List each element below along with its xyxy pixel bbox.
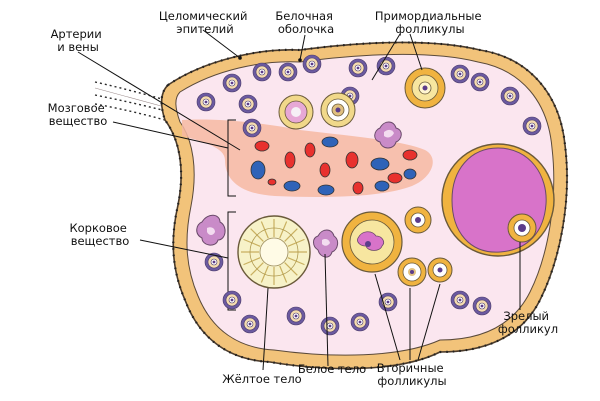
corpus-albicans	[196, 214, 226, 246]
secondary-follicle-small	[397, 257, 427, 287]
primordial-follicle	[522, 116, 542, 136]
label-coelomic-epithelium: Целомический эпителий	[159, 9, 251, 36]
primordial-follicle	[242, 118, 262, 138]
vein	[403, 168, 417, 180]
primordial-follicle	[240, 314, 260, 334]
vein	[254, 140, 270, 152]
artery	[352, 181, 364, 195]
primordial-follicle	[450, 64, 470, 84]
primordial-follicle	[278, 62, 298, 82]
primordial-follicle	[302, 54, 322, 74]
secondary-follicle-small	[427, 257, 453, 283]
corpus-albicans-labeled	[313, 229, 339, 258]
secondary-follicle	[341, 211, 403, 273]
primordial-follicle	[470, 72, 490, 92]
artery	[345, 151, 359, 169]
growing-follicle	[404, 206, 432, 234]
label-corpus-luteum: Жёлтое тело	[222, 372, 301, 386]
vein	[283, 180, 301, 192]
primordial-follicle	[320, 316, 340, 336]
vein	[250, 160, 266, 180]
artery	[387, 172, 403, 184]
label-arteries-veins: Артерии и вены	[51, 27, 106, 54]
luteum-inner-ring	[249, 227, 299, 277]
primordial-follicle	[204, 252, 224, 272]
primordial-follicle	[350, 312, 370, 332]
primordial-follicle	[376, 56, 396, 76]
growing-follicle	[404, 67, 446, 109]
primordial-follicle	[378, 292, 398, 312]
vein	[321, 136, 339, 148]
vein	[317, 184, 335, 196]
mature-follicle	[441, 143, 555, 257]
label-secondary-follicles: Вторичные фолликулы	[377, 361, 448, 388]
corpus-luteum	[237, 215, 311, 289]
label-corpus-albicans: Белое тело	[298, 362, 366, 376]
vessels	[250, 136, 418, 196]
primordial-follicle	[222, 73, 242, 93]
leader-lines	[77, 29, 521, 371]
artery	[402, 149, 418, 161]
corpus-albicans	[374, 121, 402, 149]
primordial-follicle	[450, 290, 470, 310]
vein	[370, 157, 390, 171]
primordial-follicles	[196, 54, 542, 336]
growing-follicle	[278, 94, 314, 130]
growing-follicle	[320, 92, 356, 128]
label-mature-follicle: Зрелый фолликул	[498, 309, 558, 336]
primordial-follicle	[472, 296, 492, 316]
primordial-follicle	[196, 92, 216, 112]
artery	[319, 162, 331, 178]
artery	[304, 142, 316, 158]
medulla-region	[182, 119, 433, 197]
artery	[284, 151, 296, 169]
primordial-follicle	[500, 86, 520, 106]
vein	[374, 180, 390, 192]
primordial-follicle	[252, 62, 272, 82]
label-medulla: Мозговое вещество	[48, 101, 109, 128]
primordial-follicle	[286, 306, 306, 326]
label-tunica-albuginea: Белочная оболочка	[275, 9, 336, 36]
label-primordial-follicles: Примордиальные фолликулы	[375, 9, 485, 36]
primordial-follicle	[348, 58, 368, 78]
primordial-follicle	[222, 290, 242, 310]
primordial-follicle	[238, 94, 258, 114]
artery	[267, 178, 277, 186]
label-cortex: Корковое вещество	[69, 221, 130, 248]
